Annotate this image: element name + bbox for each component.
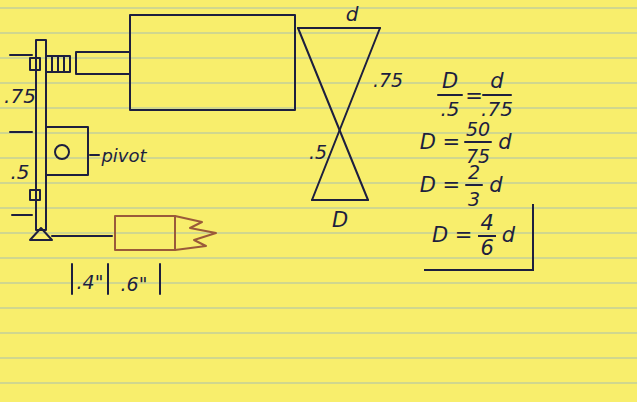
- equation-term: =: [465, 86, 483, 107]
- equation-term: 4: [478, 212, 495, 236]
- dimension: .6": [121, 275, 148, 294]
- equation-term: .75: [481, 99, 513, 119]
- equation-term: D =: [420, 132, 460, 153]
- dimension: .5: [309, 143, 327, 162]
- part-label: pivot: [101, 147, 146, 165]
- dimension: .5: [10, 162, 29, 182]
- dimension: .75: [373, 71, 403, 90]
- equation-term: 6: [480, 237, 493, 259]
- equation-term: 50: [466, 120, 490, 139]
- equation-term: d: [490, 71, 503, 92]
- equation-term: D: [442, 71, 458, 92]
- tool-sketch: [115, 216, 216, 250]
- dimension: d: [346, 4, 359, 24]
- equation-term: D =: [432, 224, 472, 246]
- equation-term: D =: [420, 175, 460, 196]
- equation-term: d: [498, 132, 511, 153]
- equation-term: 2: [468, 163, 480, 182]
- equation-term: 3: [468, 190, 480, 209]
- dimension: D: [332, 210, 348, 231]
- equation-term: d: [502, 224, 515, 246]
- dimension: .4": [77, 273, 104, 292]
- equation-term: d: [489, 175, 502, 196]
- dimension: .75: [4, 86, 36, 106]
- boxed-result: D =46d: [424, 204, 534, 271]
- mechanism-sketch: [10, 15, 511, 294]
- ruled-lines: [0, 8, 637, 383]
- fraction: 46: [478, 212, 495, 258]
- equation-term: .5: [440, 99, 459, 119]
